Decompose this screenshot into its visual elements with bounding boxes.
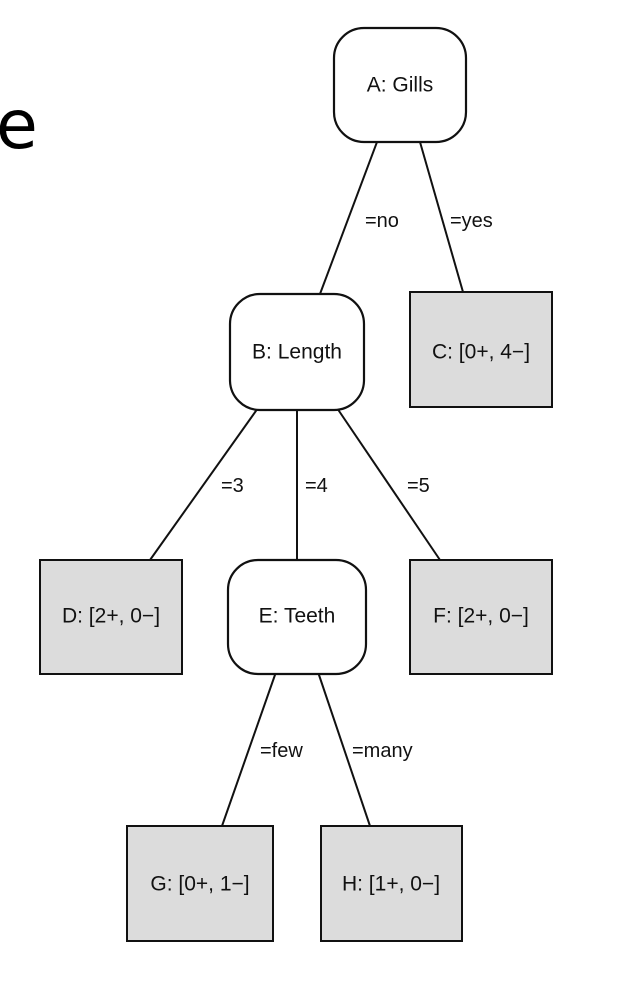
node-b-length: B: Length — [228, 292, 366, 412]
edge-label-no: =no — [365, 210, 399, 232]
edge-a-c — [419, 141, 464, 293]
node-c-leaf: C: [0+, 4−] — [409, 291, 553, 408]
edge-label-many: =many — [352, 740, 413, 762]
edge-e-h — [317, 671, 371, 827]
edge-label-5: =5 — [407, 475, 430, 497]
edge-a-b — [319, 141, 378, 295]
node-g-leaf: G: [0+, 1−] — [126, 825, 274, 942]
edge-label-yes: =yes — [450, 210, 493, 232]
edge-e-g — [221, 671, 277, 827]
node-g-label: G: [0+, 1−] — [150, 873, 249, 896]
edge-label-3: =3 — [221, 475, 244, 497]
node-c-label: C: [0+, 4−] — [432, 341, 530, 364]
node-b-label: B: Length — [252, 341, 342, 364]
node-a-label: A: Gills — [367, 74, 434, 97]
node-e-label: E: Teeth — [259, 605, 336, 628]
edge-b-d — [149, 407, 259, 561]
node-e-teeth: E: Teeth — [226, 558, 368, 676]
cropped-text: e — [0, 86, 38, 165]
node-h-label: H: [1+, 0−] — [342, 873, 440, 896]
node-d-label: D: [2+, 0−] — [62, 605, 160, 628]
edge-b-f — [336, 407, 441, 561]
node-f-leaf: F: [2+, 0−] — [409, 559, 553, 675]
node-d-leaf: D: [2+, 0−] — [39, 559, 183, 675]
node-h-leaf: H: [1+, 0−] — [320, 825, 463, 942]
node-a-gills: A: Gills — [332, 26, 468, 144]
edge-label-few: =few — [260, 740, 303, 762]
edge-label-4: =4 — [305, 475, 328, 497]
node-f-label: F: [2+, 0−] — [433, 605, 529, 628]
